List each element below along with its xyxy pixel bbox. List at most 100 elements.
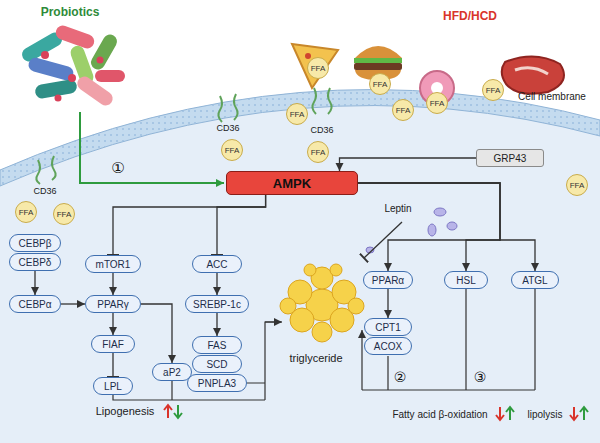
leptin-molecules [366, 208, 457, 253]
node-text: FFA [311, 64, 326, 73]
breakdown-bracket [362, 289, 535, 390]
node-text: ACC [206, 259, 227, 270]
protein-label: CD36 [33, 186, 56, 196]
node-text: CEBPδ [19, 257, 52, 268]
node-text: FFA [19, 208, 34, 217]
node-text: aP2 [163, 367, 181, 378]
arrow-connector [340, 158, 477, 171]
arrow-connector [387, 289, 388, 318]
node-text: FAS [208, 340, 227, 351]
fatty-acid-circle: FFA [482, 79, 504, 101]
cytoplasm [0, 106, 600, 443]
node-text: AMPK [273, 176, 311, 191]
arrow-connector [61, 303, 85, 304]
node-text: FFA [396, 106, 411, 115]
droplet-label: triglyceride [289, 352, 342, 364]
node-text: ATGL [522, 275, 547, 286]
protein-box: CEBPα [9, 295, 61, 313]
node-text: SREBP-1c [193, 299, 241, 310]
breakdown-arrow [361, 330, 362, 390]
hormone-label: Leptin [384, 203, 411, 214]
fatty-acid-circle: FFA [221, 139, 243, 161]
arrow-connector [112, 313, 113, 335]
fatty-acid-circle: FFA [566, 174, 588, 196]
inhibition-connector [113, 195, 266, 255]
protein-label: CD36 [216, 123, 239, 133]
fatty-acid-circle: FFA [307, 57, 329, 79]
process-label: Lipogenesis [96, 405, 155, 417]
node-text: FFA [430, 99, 445, 108]
protein-box: CEBPβ [9, 234, 61, 252]
protein-box: SCD [192, 355, 242, 373]
fatty-acid-circle: FFA [15, 201, 37, 223]
probiotics-cluster [19, 24, 125, 109]
protein-box: ATGL [511, 271, 559, 289]
node-text: PNPLA3 [198, 378, 236, 389]
arrow-connector [358, 183, 500, 271]
receptor-box: GRP43 [476, 149, 544, 167]
protein-box: LPL [93, 377, 133, 395]
fatty-acid-circle: FFA [53, 203, 75, 225]
arrow-connector [141, 304, 172, 363]
kinase-box: AMPK [226, 171, 358, 195]
protein-label: CD36 [310, 125, 333, 135]
node-text: SCD [206, 359, 227, 370]
fatty-acid-circle: FFA [286, 103, 308, 125]
node-text: FFA [311, 148, 326, 157]
lipogenesis-bracket [113, 322, 281, 400]
node-text: FFA [290, 110, 305, 119]
triglyceride-droplet [280, 264, 364, 342]
fatty-acid-circle: FFA [392, 99, 414, 121]
node-text: PPARγ [97, 299, 129, 310]
node-text: PPARα [372, 275, 404, 286]
node-text: CPT1 [375, 322, 401, 333]
lipogenesis-arrow [265, 321, 282, 322]
protein-box: PNPLA3 [187, 374, 247, 392]
node-text: GRP43 [494, 153, 527, 164]
callout-number: ③ [474, 369, 487, 385]
process-label: Fatty acid β-oxidation [392, 409, 487, 420]
probiotics-line [80, 112, 224, 183]
protein-box: FIAF [91, 335, 135, 353]
arrow-connector [112, 273, 113, 295]
node-text: FIAF [102, 339, 124, 350]
protein-box: ACOX [364, 337, 412, 355]
fatty-acid-circle: FFA [369, 73, 391, 95]
node-text: FFA [570, 181, 585, 190]
cd36-proteins [36, 88, 331, 184]
fatty-acid-circle: FFA [426, 92, 448, 114]
inhibition-connector [112, 353, 113, 377]
arrow-connector [34, 271, 35, 295]
inhibition-connector [217, 195, 266, 255]
node-text: FFA [57, 210, 72, 219]
protein-box: PPARα [363, 271, 413, 289]
node-text: FFA [373, 80, 388, 89]
arrow-connector [358, 183, 500, 271]
node-text: ACOX [374, 341, 402, 352]
callout-number: ② [394, 369, 407, 385]
protein-box: ACC [192, 255, 242, 273]
trend-arrows [164, 405, 588, 420]
protein-box: CEBPδ [9, 253, 61, 271]
protein-box: SREBP-1c [185, 295, 249, 313]
node-text: CEBPβ [19, 238, 52, 249]
protein-box: PPARγ [85, 295, 141, 313]
node-text: CEBPα [18, 299, 51, 310]
fatty-acid-circle: FFA [307, 141, 329, 163]
node-text: HSL [456, 275, 475, 286]
arrow-connector [358, 183, 535, 271]
callout-number: ① [111, 159, 124, 177]
protein-box: CPT1 [364, 318, 412, 336]
arrow-connector [216, 313, 217, 336]
protein-box: mTOR1 [85, 255, 141, 273]
protein-box: aP2 [152, 363, 192, 381]
title-label: HFD/HCD [443, 9, 497, 23]
arrow-connector [216, 273, 217, 295]
protein-box: FAS [192, 336, 242, 354]
membrane-label: Cell membrane [518, 91, 586, 102]
node-text: FFA [486, 86, 501, 95]
